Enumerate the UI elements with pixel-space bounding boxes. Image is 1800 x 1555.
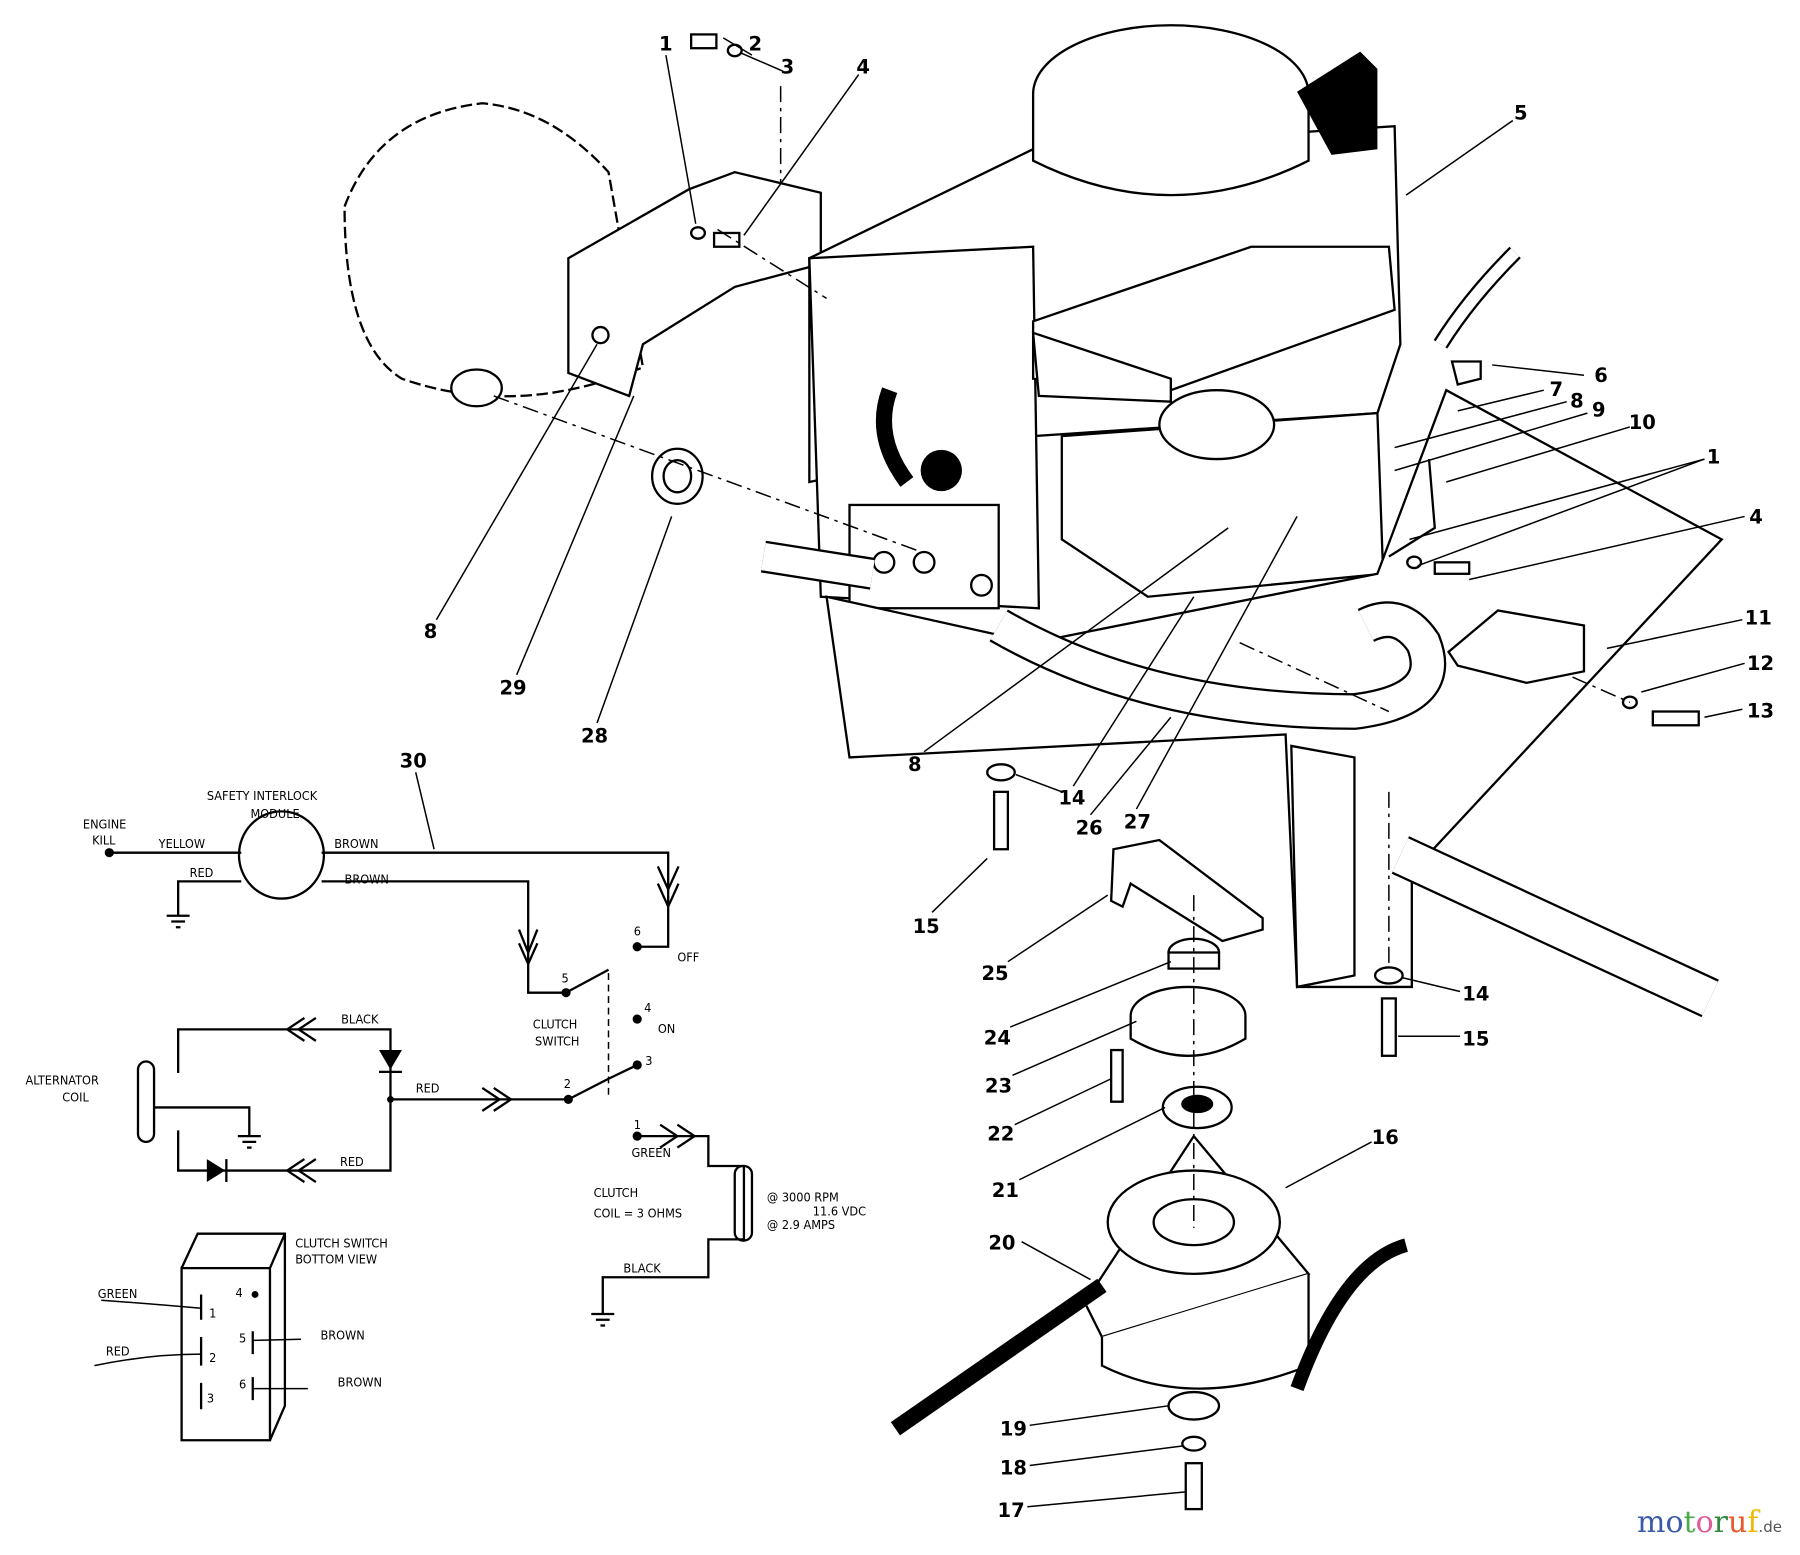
wire-label-green: GREEN: [631, 1145, 671, 1160]
module-title-2: MODULE: [250, 806, 299, 821]
callout: 18: [1000, 1457, 1027, 1480]
heat-shield: [1447, 609, 1586, 684]
alternator-label-2: COIL: [62, 1090, 89, 1105]
hardware: [689, 33, 1700, 1057]
callout: 26: [1076, 816, 1103, 839]
wire-label-red: RED: [190, 865, 214, 880]
wire-label-brown: BROWN: [345, 872, 389, 887]
callout: 20: [988, 1232, 1015, 1255]
muffler-bracket: [567, 170, 822, 398]
schematic-labels: SAFETY INTERLOCK MODULE ENGINE KILL YELL…: [26, 788, 867, 1405]
callout: 28: [581, 724, 608, 747]
watermark-logo: motoruf.de: [1637, 1505, 1782, 1540]
bv-terminal-3: 3: [207, 1390, 214, 1405]
module-title-1: SAFETY INTERLOCK: [207, 788, 318, 803]
leader-lines: [414, 37, 1745, 1508]
callout: 2: [749, 32, 763, 55]
terminal-1: 1: [634, 1117, 641, 1132]
terminal-6: 6: [634, 923, 641, 938]
callout: 1: [659, 32, 673, 55]
callout: 4: [1749, 505, 1763, 528]
wire-label-yellow: YELLOW: [158, 836, 205, 851]
callout: 11: [1745, 606, 1772, 629]
callout-numbers: 1 2 3 4 5 6 7 8 9 10 1 4 11 12 13 8 29 2…: [400, 32, 1774, 1522]
callout: 14: [1462, 983, 1489, 1006]
bv-terminal-6: 6: [239, 1377, 246, 1392]
callout: 29: [499, 676, 526, 699]
clutch-stack: [890, 937, 1409, 1511]
callout: 4: [856, 55, 870, 78]
callout: 5: [1514, 101, 1528, 124]
callout: 14: [1058, 786, 1085, 809]
wire-label-black: BLACK: [623, 1261, 661, 1276]
clutch-switch-1: CLUTCH: [533, 1016, 578, 1031]
callout: 7: [1550, 378, 1564, 401]
callout: 19: [1000, 1418, 1027, 1441]
callout: 16: [1372, 1126, 1399, 1149]
terminal-4: 4: [644, 1000, 651, 1015]
callout: 25: [981, 962, 1008, 985]
axle-rod: [1391, 836, 1719, 1018]
wire-label-red: RED: [416, 1081, 440, 1096]
wire-label-red: RED: [340, 1154, 364, 1169]
wire-label-black: BLACK: [341, 1012, 379, 1027]
terminal-3: 3: [645, 1053, 652, 1068]
wire-label-green: GREEN: [98, 1286, 138, 1301]
callout: 12: [1747, 652, 1774, 675]
clutch-coil-1: CLUTCH: [594, 1185, 639, 1200]
bottom-view-1: CLUTCH SWITCH: [295, 1235, 388, 1250]
callout: 15: [913, 915, 940, 938]
engine-kill-1: ENGINE: [83, 817, 126, 832]
wire-label-brown: BROWN: [338, 1374, 382, 1389]
bv-terminal-4: 4: [236, 1285, 243, 1300]
bv-terminal-2: 2: [209, 1350, 216, 1365]
bv-terminal-1: 1: [209, 1305, 216, 1320]
callout: 9: [1592, 399, 1606, 422]
engine: [808, 24, 1402, 610]
exhaust-pipe: [760, 540, 1447, 730]
callout: 8: [424, 620, 438, 643]
callout: 21: [992, 1179, 1019, 1202]
callout: 8: [1570, 389, 1584, 412]
wire-label-red: RED: [106, 1343, 130, 1358]
clamp: [650, 447, 704, 505]
clutch-coil-2: COIL = 3 OHMS: [594, 1206, 683, 1221]
assembly-lines: [493, 86, 1631, 1228]
callout: 8: [908, 753, 922, 776]
engine-kill-2: KILL: [92, 833, 116, 848]
vdc-label: 11.6 VDC: [813, 1203, 866, 1218]
on-label: ON: [658, 1021, 675, 1036]
clutch-switch-2: SWITCH: [535, 1033, 579, 1048]
bottom-view-2: BOTTOM VIEW: [295, 1252, 377, 1267]
terminal-5: 5: [561, 970, 568, 985]
wiring-schematic: [94, 810, 754, 1442]
bv-terminal-5: 5: [239, 1331, 246, 1346]
callout: 15: [1462, 1027, 1489, 1050]
callout: 10: [1629, 411, 1656, 434]
callout: 6: [1594, 364, 1608, 387]
alternator-label-1: ALTERNATOR: [26, 1072, 99, 1087]
callout: 17: [998, 1499, 1025, 1522]
callout: 1: [1707, 446, 1721, 469]
callout: 3: [781, 55, 795, 78]
off-label: OFF: [677, 950, 699, 965]
rpm-label: @ 3000 RPM: [767, 1190, 839, 1205]
callout: 22: [987, 1123, 1014, 1146]
callout: 23: [985, 1075, 1012, 1098]
wire-label-brown: BROWN: [334, 836, 378, 851]
callout: 27: [1124, 811, 1151, 834]
callout: 24: [984, 1026, 1011, 1049]
amps-label: @ 2.9 AMPS: [767, 1217, 835, 1232]
terminal-2: 2: [564, 1076, 571, 1091]
clutch-bracket: [1109, 838, 1264, 943]
callout: 30: [400, 750, 427, 773]
wire-label-brown: BROWN: [320, 1327, 364, 1342]
callout: 13: [1747, 699, 1774, 722]
